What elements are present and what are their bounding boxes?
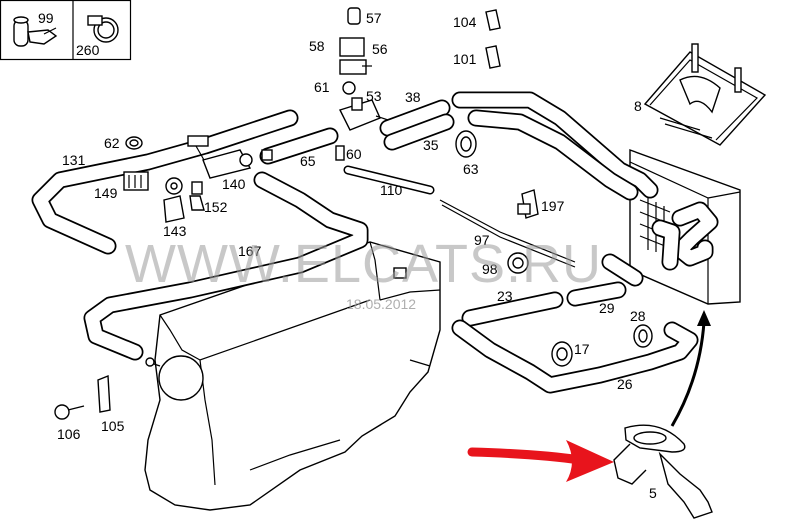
heater-core <box>629 149 741 305</box>
pipe-97 <box>439 199 576 268</box>
hose-167 <box>83 171 369 361</box>
clip-101 <box>485 45 501 69</box>
label-97: 97 <box>474 232 490 248</box>
grommet-28 <box>633 324 653 348</box>
valve-assembly <box>339 7 389 131</box>
label-29: 29 <box>599 300 615 316</box>
label-152: 152 <box>204 199 228 215</box>
hose-upper-long <box>451 91 659 201</box>
label-101: 101 <box>453 51 477 67</box>
label-17: 17 <box>574 341 590 357</box>
label-26: 26 <box>617 376 633 392</box>
hose-26 <box>451 319 699 394</box>
label-61: 61 <box>314 79 330 95</box>
bracket-105 <box>97 374 111 413</box>
label-260: 260 <box>76 42 100 58</box>
label-63: 63 <box>463 161 479 177</box>
label-106: 106 <box>57 426 81 442</box>
bracket-143 <box>163 177 185 223</box>
label-110: 110 <box>380 182 403 198</box>
hose-38 <box>379 99 451 137</box>
watermark-text: WWW.ELCATS.RU <box>125 234 602 294</box>
grommet-62 <box>125 136 143 150</box>
hose-110 <box>343 165 435 195</box>
engine-block <box>144 241 441 511</box>
connector-149 <box>123 171 149 191</box>
grommet-17 <box>551 341 573 367</box>
label-53: 53 <box>366 88 382 104</box>
part-8-frame <box>643 43 767 146</box>
hose-65 <box>259 127 339 165</box>
fitting-60 <box>335 145 345 161</box>
label-131: 131 <box>62 152 86 168</box>
clamp-260-icon <box>87 15 119 43</box>
fitting-small <box>393 267 407 279</box>
sensor-140 <box>187 135 273 179</box>
label-99: 99 <box>38 10 54 26</box>
grommet-98 <box>507 252 529 274</box>
label-167: 167 <box>238 243 262 259</box>
clip-104 <box>485 9 501 31</box>
label-56: 56 <box>372 41 388 57</box>
grommet-63 <box>455 130 477 158</box>
label-23: 23 <box>497 288 513 304</box>
label-58: 58 <box>309 38 325 54</box>
part-labels: 99 260 57 104 101 58 56 61 53 38 8 62 13… <box>38 10 657 501</box>
label-60: 60 <box>346 146 362 162</box>
label-57: 57 <box>366 10 382 26</box>
label-28: 28 <box>630 308 646 324</box>
watermark-date: 18.05.2012 <box>346 296 416 312</box>
label-105: 105 <box>101 418 125 434</box>
label-98: 98 <box>482 261 498 277</box>
hose-right-elbow <box>651 201 719 271</box>
clip-99-icon <box>13 16 58 47</box>
label-149: 149 <box>94 185 118 201</box>
hose-35 <box>383 113 455 151</box>
clip-197 <box>517 189 539 219</box>
label-5: 5 <box>649 485 657 501</box>
label-197: 197 <box>541 198 565 214</box>
label-62: 62 <box>104 135 120 151</box>
label-65: 65 <box>300 153 316 169</box>
label-8: 8 <box>634 98 642 114</box>
hose-23 <box>461 291 564 327</box>
bolt-152 <box>189 181 205 211</box>
label-140: 140 <box>222 176 246 192</box>
label-35: 35 <box>423 137 439 153</box>
flow-arrow <box>670 310 711 427</box>
red-arrow-icon <box>467 440 614 482</box>
part-5-adapter <box>613 424 713 519</box>
inset-box <box>0 0 132 61</box>
label-104: 104 <box>453 14 477 30</box>
label-143: 143 <box>163 223 187 239</box>
bolt-106 <box>54 404 85 420</box>
label-38: 38 <box>405 89 421 105</box>
hose-29 <box>566 253 644 307</box>
